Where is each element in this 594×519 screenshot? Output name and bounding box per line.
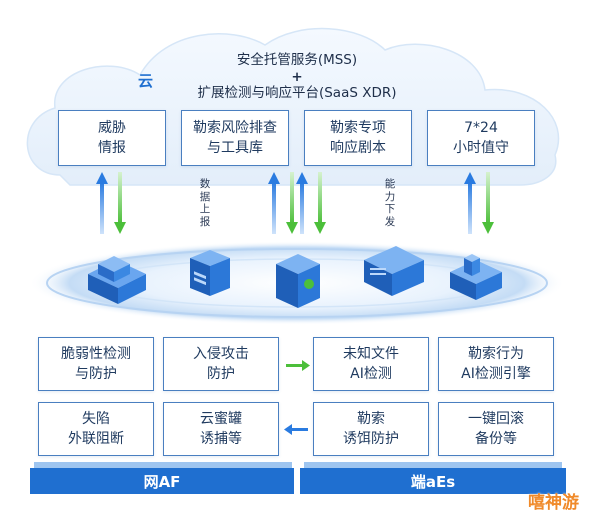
arrow-left-blue (284, 424, 308, 435)
capability-cloud-honeypot: 云蜜罐 诱捕等 (163, 402, 279, 456)
capability-outbound-block: 失陷 外联阻断 (38, 402, 154, 456)
cloud-title-mss: 安全托管服务(MSS) (236, 52, 358, 68)
label-data-report: 数 据 上 报 (199, 178, 211, 228)
server-rack-icon (88, 256, 146, 304)
capability-intrusion-protect: 入侵攻击 防护 (163, 337, 279, 391)
capability-unknown-file-ai: 未知文件 AI检测 (313, 337, 429, 391)
endpoint-devices-icon (450, 254, 502, 300)
firewall-tower-icon (276, 254, 320, 308)
capability-ransom-bait: 勒索 诱饵防护 (313, 402, 429, 456)
service-box-24x7: 7*24 小时值守 (427, 110, 535, 166)
product-bar-af: 网AF (30, 468, 294, 494)
arrow-pair-1 (96, 172, 126, 234)
cloud-plus: + (291, 69, 303, 85)
capability-vuln-detect: 脆弱性检测 与防护 (38, 337, 154, 391)
cloud-title-xdr: 扩展检测与响应平台(SaaS XDR) (197, 85, 397, 101)
arrow-pair-2 (268, 172, 298, 234)
product-bar-aes: 端aEs (300, 468, 566, 494)
bar-edge-left (34, 462, 292, 470)
capability-rollback-backup: 一键回滚 备份等 (438, 402, 554, 456)
bar-edge-right (304, 462, 562, 470)
appliance-icon (190, 250, 230, 296)
watermark: 嘻神游 (528, 493, 579, 513)
arrow-right-green (286, 360, 310, 371)
service-box-ransom-audit: 勒索风险排查 与工具库 (181, 110, 289, 166)
arrow-pair-3 (296, 172, 326, 234)
service-box-threat-intel: 威胁 情报 (58, 110, 166, 166)
arrow-pair-4 (464, 172, 494, 234)
gateway-device-icon (364, 246, 424, 296)
label-capability-dispatch: 能 力 下 发 (384, 178, 396, 228)
cloud-label: 云 (138, 72, 154, 90)
capability-ransom-behavior-ai: 勒索行为 AI检测引擎 (438, 337, 554, 391)
service-box-ransom-playbook: 勒索专项 响应剧本 (304, 110, 412, 166)
